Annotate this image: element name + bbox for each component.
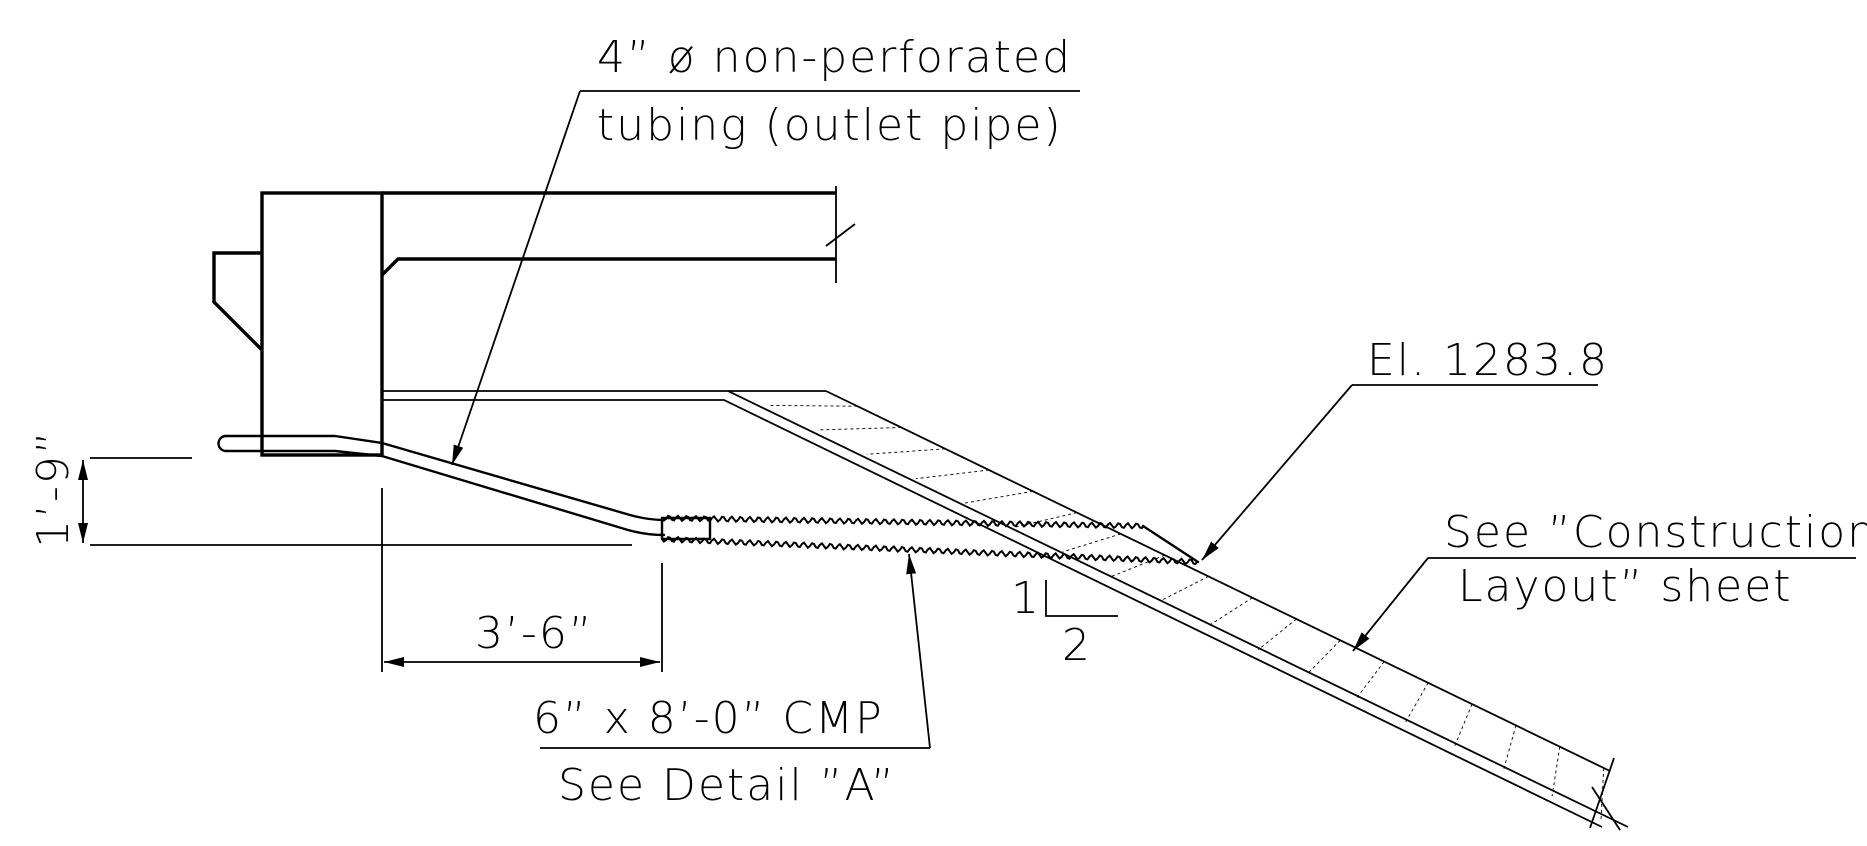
hatch-line (915, 469, 990, 480)
slope-indicator: 1 2 (1011, 573, 1118, 671)
callout-cmp: 6” x 8’-0” CMP See Detail ”A” (533, 553, 931, 811)
cmp-label-line1: 6” x 8’-0” CMP (533, 693, 884, 744)
embankment-surface (382, 390, 1629, 828)
slope-hatching (768, 404, 1605, 821)
hatch-line (1062, 533, 1121, 553)
hatch-line (1160, 575, 1209, 602)
hatch-line (866, 448, 946, 455)
outlet-pipe-label-line1: 4” ø non-perforated (597, 32, 1072, 83)
hatch-line (1258, 618, 1297, 650)
hatch-line (1404, 682, 1429, 724)
break-line-slope (1589, 757, 1621, 831)
hatch-line (1306, 639, 1341, 675)
vertical-dimension: 1’-9” (28, 429, 632, 548)
outlet-pipe-label-line2: tubing (outlet pipe) (597, 100, 1063, 151)
hatch-line (964, 490, 1034, 504)
cmp-pipe (661, 514, 1200, 566)
hatch-line (1355, 661, 1385, 699)
construction-label-line1: See ”Construction (1444, 507, 1867, 558)
horizontal-dimension: 3’-6” (381, 488, 663, 672)
headwall-structure (212, 191, 836, 457)
construction-label-line2: Layout” sheet (1458, 561, 1793, 612)
hatch-line (1453, 703, 1473, 748)
slope-rise: 1 (1011, 573, 1041, 624)
horizontal-dimension-text: 3’-6” (475, 608, 594, 659)
hatch-line (1209, 597, 1253, 626)
break-line-top (825, 186, 856, 283)
hatch-line (768, 404, 858, 407)
hatch-line (1502, 725, 1517, 772)
callout-outlet-pipe: 4” ø non-perforated tubing (outlet pipe) (451, 32, 1080, 466)
outlet-pipe (217, 434, 712, 541)
elevation-label: El. 1283.8 (1367, 335, 1609, 386)
slope-run: 2 (1062, 620, 1092, 671)
vertical-dimension-text: 1’-9” (28, 429, 79, 548)
callout-construction: See ”Construction Layout” sheet (1352, 507, 1867, 652)
cmp-label-line2: See Detail ”A” (558, 760, 896, 811)
callout-elevation: El. 1283.8 (1201, 335, 1609, 561)
hatch-line (1551, 746, 1561, 797)
hatch-line (817, 427, 902, 431)
